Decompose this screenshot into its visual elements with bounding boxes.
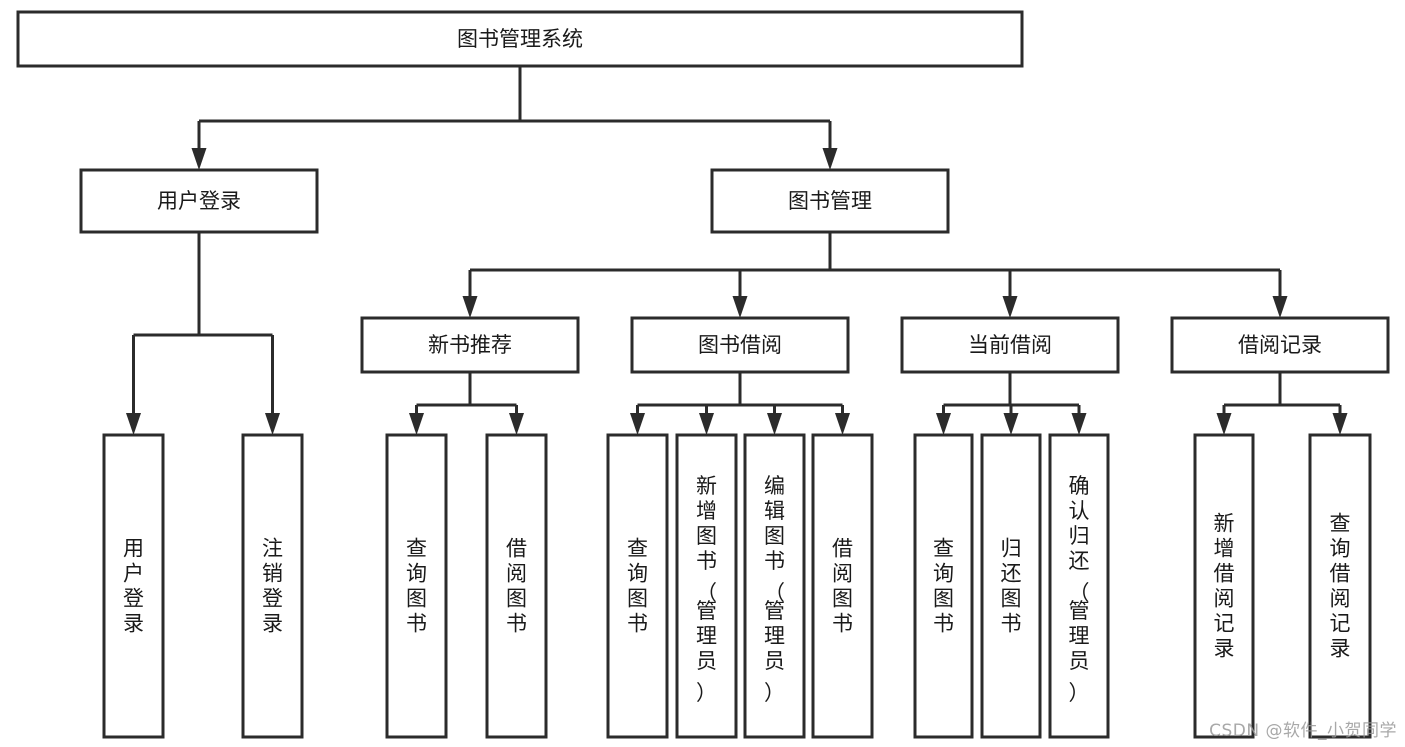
connector-group-newbook (409, 372, 524, 435)
arrow-head-icon (126, 413, 141, 435)
node-box[interactable] (811, 433, 874, 739)
node-leaf-add-book[interactable]: 新增图书（管理员） (675, 433, 738, 739)
arrow-head-icon (265, 413, 280, 435)
node-box[interactable] (241, 433, 304, 739)
node-label: 查询图书 (406, 537, 427, 636)
node-leaf-query-book-new[interactable]: 查询图书 (385, 433, 448, 739)
nodes-layer: 图书管理系统用户登录图书管理新书推荐图书借阅当前借阅借阅记录用户登录注销登录查询… (16, 10, 1390, 739)
node-box[interactable] (385, 433, 448, 739)
node-label: 用户登录 (123, 537, 144, 636)
connector-group-borrow (630, 372, 850, 435)
node-label: 图书借阅 (698, 333, 782, 357)
arrow-head-icon (409, 413, 424, 435)
arrow-head-icon (699, 413, 714, 435)
node-root[interactable]: 图书管理系统 (16, 10, 1024, 68)
node-leaf-query-record[interactable]: 查询借阅记录 (1308, 433, 1372, 739)
node-box[interactable] (16, 10, 1024, 68)
node-box[interactable] (900, 316, 1120, 374)
arrow-head-icon (835, 413, 850, 435)
arrow-head-icon (1216, 413, 1232, 435)
arrow-head-icon (1272, 296, 1288, 318)
node-label: 用户登录 (157, 189, 241, 213)
arrow-head-icon (1071, 413, 1087, 435)
arrow-head-icon (462, 296, 478, 318)
node-box[interactable] (675, 433, 738, 739)
node-leaf-confirm-return[interactable]: 确认归还（管理员） (1048, 433, 1110, 739)
node-box[interactable] (980, 433, 1042, 739)
node-label: 借阅图书 (506, 537, 527, 636)
arrow-head-icon (822, 148, 838, 170)
node-login[interactable]: 用户登录 (79, 168, 319, 234)
node-bookmgr[interactable]: 图书管理 (710, 168, 950, 234)
node-box[interactable] (743, 433, 806, 739)
node-box[interactable] (606, 433, 669, 739)
node-label: 编辑图书（管理员） (764, 474, 785, 705)
node-label: 图书管理系统 (457, 27, 583, 51)
connectors-layer (126, 66, 1348, 435)
node-label: 新增图书（管理员） (696, 474, 717, 705)
node-box[interactable] (710, 168, 950, 234)
node-label: 查询图书 (627, 537, 648, 636)
arrow-head-icon (509, 413, 524, 435)
node-box[interactable] (79, 168, 319, 234)
node-leaf-borrow-book[interactable]: 借阅图书 (811, 433, 874, 739)
arrow-head-icon (1332, 413, 1348, 435)
node-box[interactable] (1170, 316, 1390, 374)
node-label: 注销登录 (262, 537, 283, 636)
node-box[interactable] (102, 433, 165, 739)
node-box[interactable] (1048, 433, 1110, 739)
arrow-head-icon (732, 296, 748, 318)
node-leaf-add-record[interactable]: 新增借阅记录 (1193, 433, 1255, 739)
node-label: 新书推荐 (428, 333, 512, 357)
node-leaf-return-book[interactable]: 归还图书 (980, 433, 1042, 739)
node-label: 查询图书 (933, 537, 954, 636)
connector-group-record (1216, 372, 1348, 435)
connector-group-root (191, 66, 838, 170)
node-record[interactable]: 借阅记录 (1170, 316, 1390, 374)
node-label: 借阅记录 (1238, 333, 1322, 357)
arrow-head-icon (1002, 296, 1018, 318)
node-label: 确认归还（管理员） (1069, 474, 1090, 705)
connector-group-login (126, 232, 280, 435)
node-leaf-edit-book[interactable]: 编辑图书（管理员） (743, 433, 806, 739)
connector-group-bookmgr (462, 232, 1288, 318)
node-label: 图书管理 (788, 189, 872, 213)
node-leaf-query-book-cur[interactable]: 查询图书 (913, 433, 974, 739)
node-current[interactable]: 当前借阅 (900, 316, 1120, 374)
node-box[interactable] (630, 316, 850, 374)
arrow-head-icon (936, 413, 951, 435)
arrow-head-icon (630, 413, 645, 435)
node-label: 查询借阅记录 (1330, 512, 1351, 661)
node-leaf-user-logout[interactable]: 注销登录 (241, 433, 304, 739)
node-box[interactable] (485, 433, 548, 739)
node-label: 当前借阅 (968, 333, 1052, 357)
node-box[interactable] (1308, 433, 1372, 739)
node-leaf-borrow-book-new[interactable]: 借阅图书 (485, 433, 548, 739)
node-label: 新增借阅记录 (1214, 512, 1235, 661)
node-borrow[interactable]: 图书借阅 (630, 316, 850, 374)
connector-group-current (936, 372, 1087, 435)
node-box[interactable] (360, 316, 580, 374)
arrow-head-icon (1003, 413, 1019, 435)
arrow-head-icon (191, 148, 207, 170)
arrow-head-icon (767, 413, 782, 435)
node-leaf-query-book[interactable]: 查询图书 (606, 433, 669, 739)
node-leaf-user-login[interactable]: 用户登录 (102, 433, 165, 739)
node-box[interactable] (913, 433, 974, 739)
node-box[interactable] (1193, 433, 1255, 739)
watermark-text: CSDN @软件_小贺同学 (1209, 721, 1397, 741)
node-label: 借阅图书 (832, 537, 853, 636)
node-label: 归还图书 (1001, 537, 1022, 636)
node-newbook[interactable]: 新书推荐 (360, 316, 580, 374)
